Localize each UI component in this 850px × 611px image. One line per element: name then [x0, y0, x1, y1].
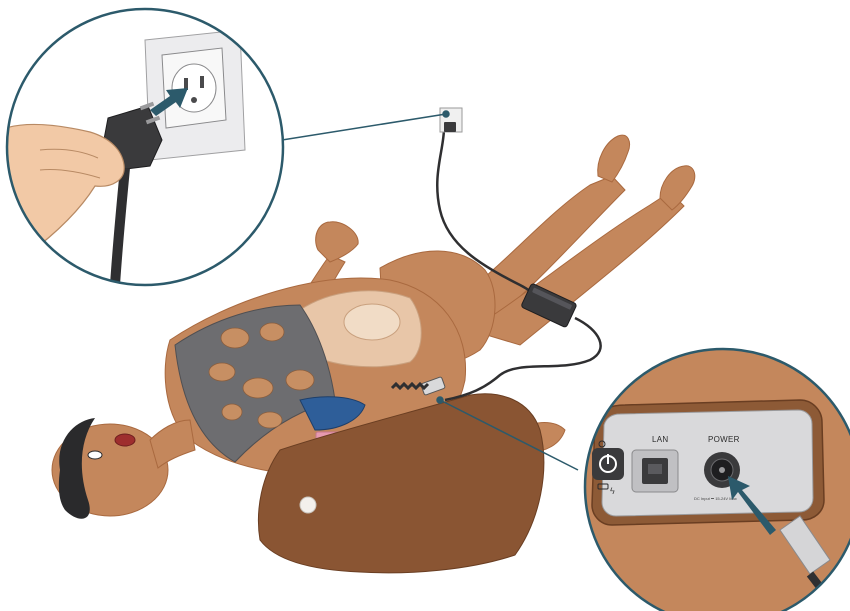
coiled-cable — [392, 384, 428, 388]
power-label: POWER — [708, 435, 740, 444]
left-hand — [316, 222, 359, 262]
neck — [150, 420, 195, 468]
wall-socket-zoom-view — [0, 9, 283, 285]
right-foot — [660, 166, 695, 210]
left-foot — [598, 135, 630, 182]
connector-panel-zoom-view: ϟ LAN POWER DC Input ⎓ 15-24V Max — [585, 349, 850, 611]
lan-port-icon[interactable] — [632, 450, 678, 492]
power-spec-label: DC Input ⎓ 15-24V Max — [694, 496, 737, 501]
chest-pad — [344, 304, 400, 340]
mouth — [115, 434, 135, 446]
eye — [88, 451, 102, 459]
trousers-button — [300, 497, 316, 513]
power-plug-icon — [444, 122, 456, 132]
svg-text:ϟ: ϟ — [610, 486, 615, 496]
lan-label: LAN — [652, 435, 668, 444]
